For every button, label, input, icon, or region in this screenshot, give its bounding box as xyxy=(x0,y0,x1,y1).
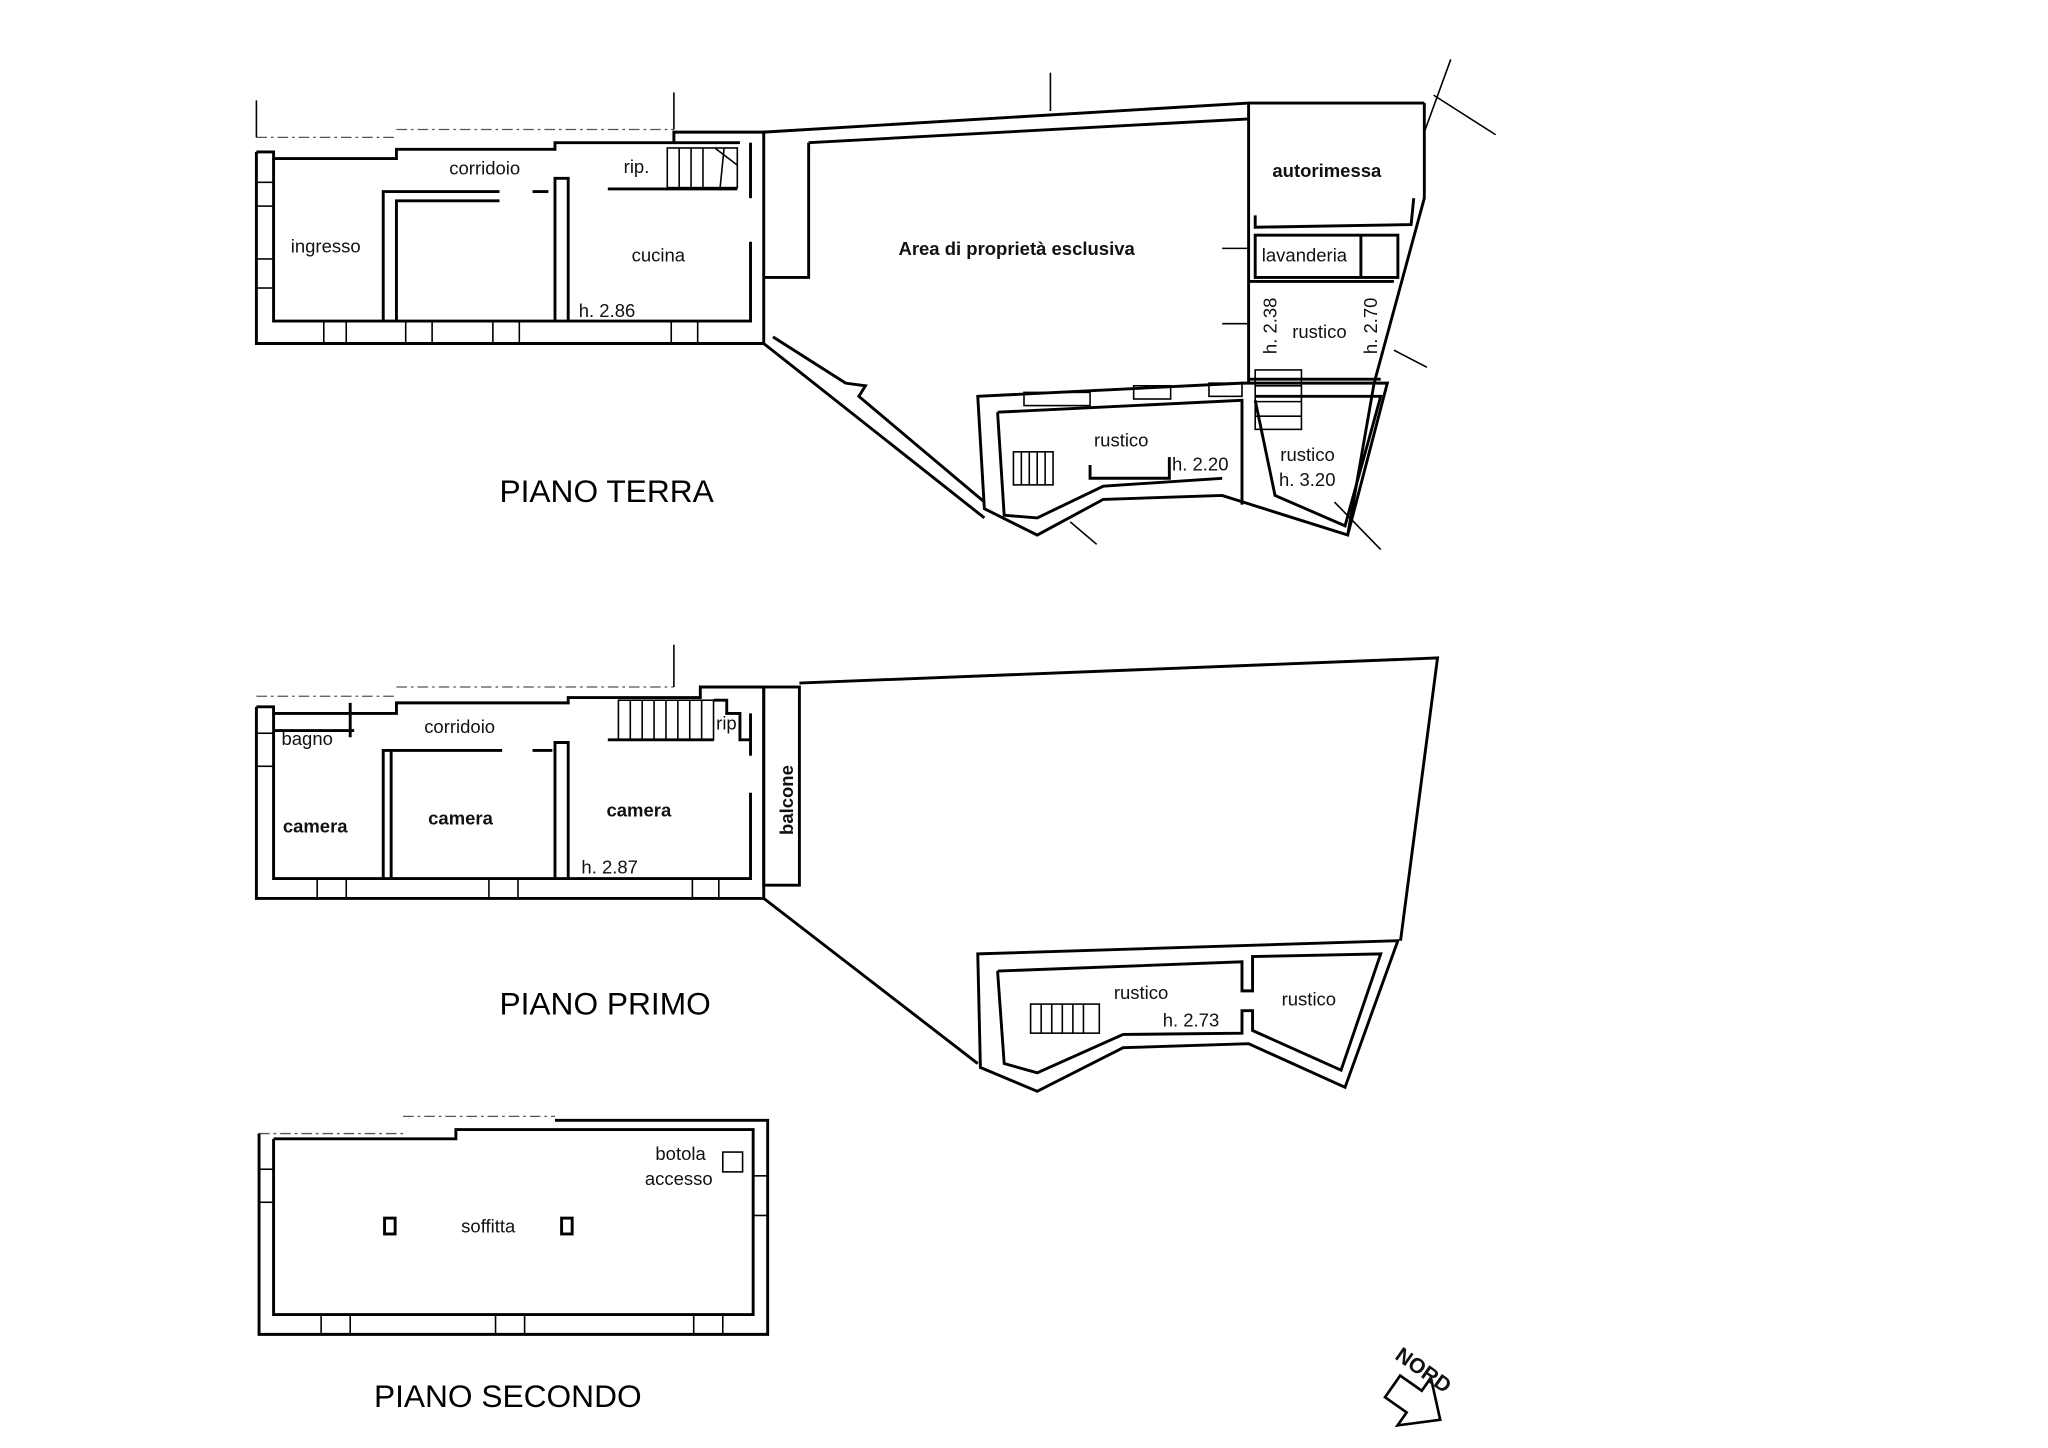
height-label: h. 2.87 xyxy=(581,856,638,877)
chimney xyxy=(383,1216,397,1236)
room-label-soffitta: soffitta xyxy=(461,1216,516,1237)
terra-rustico-block xyxy=(976,381,1390,537)
room-label-lavanderia: lavanderia xyxy=(1262,245,1348,266)
room-label-autorimessa: autorimessa xyxy=(1272,160,1382,181)
room-label-balcone: balcone xyxy=(776,765,797,835)
botola-hatch xyxy=(721,1151,744,1173)
height-label: h. 2.70 xyxy=(1360,298,1381,355)
room-label-rip: rip. xyxy=(624,156,650,177)
floor-title-primo: PIANO PRIMO xyxy=(499,986,710,1022)
room-label-rip: rip. xyxy=(716,712,742,733)
room-label-cucina: cucina xyxy=(632,245,686,266)
room-label-camera: camera xyxy=(283,815,348,836)
piano-terra: corridoio rip. ingresso cucina h. 2.86 A… xyxy=(254,59,1497,551)
room-label-camera: camera xyxy=(607,799,672,820)
stair-icon xyxy=(617,699,715,741)
room-label-ingresso: ingresso xyxy=(291,235,361,256)
room-label-rustico: rustico xyxy=(1280,444,1334,465)
room-label-accesso: accesso xyxy=(645,1168,713,1189)
stair-icon xyxy=(666,147,739,189)
balcone xyxy=(762,685,801,887)
height-label: h. 2.38 xyxy=(1259,298,1280,355)
floor-title-terra: PIANO TERRA xyxy=(499,473,714,509)
chimney xyxy=(560,1216,574,1236)
height-label: h. 2.20 xyxy=(1172,453,1229,474)
room-label-rustico: rustico xyxy=(1114,982,1168,1003)
room-label-rustico: rustico xyxy=(1292,321,1346,342)
room-label-camera: camera xyxy=(428,807,493,828)
room-label-corridoio: corridoio xyxy=(424,716,495,737)
stair-icon xyxy=(1012,369,1303,486)
room-label-botola: botola xyxy=(655,1143,706,1164)
room-label-rustico: rustico xyxy=(1282,988,1336,1009)
primo-rustico-block xyxy=(976,939,1400,1093)
piano-secondo: botola accesso soffitta PIANO SECONDO xyxy=(257,1115,770,1414)
height-label: h. 3.20 xyxy=(1279,469,1336,490)
stair-icon xyxy=(1029,1003,1101,1034)
terra-main-outer-wall xyxy=(256,141,740,160)
height-label: h. 2.73 xyxy=(1163,1010,1220,1031)
piano-primo: bagno corridoio rip. camera camera camer… xyxy=(254,644,1440,1093)
room-label-bagno: bagno xyxy=(282,728,333,749)
area-label: Area di proprietà esclusiva xyxy=(898,238,1135,259)
height-label-cucina: h. 2.86 xyxy=(579,300,636,321)
room-label-rustico: rustico xyxy=(1094,430,1148,451)
north-arrow-icon xyxy=(1383,1373,1442,1428)
room-label-corridoio: corridoio xyxy=(449,157,520,178)
floor-title-secondo: PIANO SECONDO xyxy=(374,1378,642,1414)
